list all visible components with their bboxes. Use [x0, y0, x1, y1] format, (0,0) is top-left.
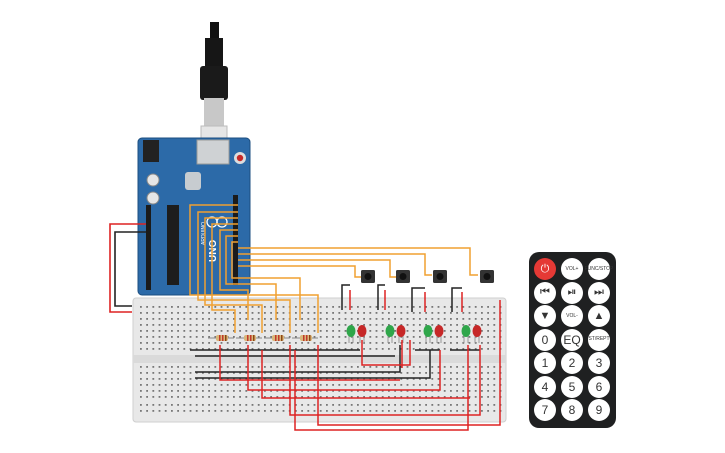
arduino-brand-label: UNO [208, 240, 219, 262]
remote-button-label: ST/REPT [588, 336, 610, 342]
remote-button[interactable]: 7 [534, 399, 556, 421]
arduino-board[interactable]: UNO ARDUINO [137, 137, 251, 296]
skip-forward-button[interactable]: ⏭ [588, 281, 610, 304]
resistor[interactable] [208, 335, 234, 341]
remote-button[interactable]: 1 [534, 352, 556, 374]
resistor[interactable] [236, 335, 262, 341]
led-red[interactable] [357, 325, 367, 343]
skip-forward-icon: ⏭ [594, 286, 604, 298]
pushbutton[interactable] [361, 270, 375, 283]
breadboard[interactable] [132, 297, 507, 423]
remote-button-label: 0 [541, 332, 549, 347]
leds [346, 325, 482, 343]
pushbutton[interactable] [480, 270, 494, 283]
led-red[interactable] [396, 325, 406, 343]
power-wires [109, 223, 146, 313]
play-pause-icon: ⏯ [567, 286, 577, 298]
led-green[interactable] [346, 325, 356, 343]
remote-button[interactable]: 8 [561, 399, 583, 421]
remote-button[interactable]: VOL+ [561, 258, 583, 280]
arrow-down-icon: ▼ [539, 310, 551, 322]
remote-button-label: FUNC/STOP [584, 265, 614, 272]
remote-button-label: 8 [568, 403, 576, 417]
remote-button[interactable]: 5 [561, 375, 583, 398]
remote-button-label: 4 [541, 379, 549, 394]
led-green[interactable] [423, 325, 433, 343]
remote-button-label: 9 [595, 403, 603, 417]
breadboard-wires [190, 284, 501, 431]
remote-button-label: EQ [563, 332, 581, 347]
remote-button-label: 2 [568, 356, 576, 370]
pushbutton[interactable] [396, 270, 410, 283]
remote-button-label: 3 [595, 356, 603, 370]
signal-wires [189, 204, 478, 333]
usb-cable-icon [200, 22, 228, 157]
skip-back-icon: ⏮ [540, 286, 550, 298]
remote-button-label: 6 [595, 379, 603, 394]
remote-button[interactable]: 0 [534, 328, 556, 351]
ir-remote[interactable]: ⏻ VOL+ FUNC/STOP ⏮ ⏯ ⏭ ▼ VOL- ▲ 0 EQ ST/REPT 1 2 3 4 5 6 7… [529, 252, 616, 428]
remote-button-label: VOL+ [565, 265, 579, 272]
arduino-brand-small: ARDUINO [201, 222, 207, 245]
remote-button[interactable]: 6 [588, 375, 610, 398]
pushbutton[interactable] [433, 270, 447, 283]
power-icon: ⏻ [540, 262, 550, 275]
resistors [208, 335, 318, 341]
pushbuttons [361, 270, 494, 283]
arrow-up-icon: ▲ [593, 310, 605, 322]
skip-back-button[interactable]: ⏮ [534, 281, 556, 304]
power-button[interactable]: ⏻ [534, 258, 556, 280]
remote-button[interactable]: 3 [588, 352, 610, 374]
led-green[interactable] [461, 325, 471, 343]
remote-button[interactable]: ST/REPT [588, 328, 610, 351]
resistor[interactable] [264, 335, 290, 341]
remote-button[interactable]: 9 [588, 399, 610, 421]
remote-button[interactable]: 2 [561, 352, 583, 374]
arrow-up-button[interactable]: ▲ [588, 305, 610, 327]
led-red[interactable] [472, 325, 482, 343]
remote-button[interactable]: FUNC/STOP [585, 258, 613, 280]
led-green[interactable] [385, 325, 395, 343]
remote-button-label: VOL- [566, 312, 578, 319]
remote-button-label: 7 [541, 403, 549, 417]
remote-button[interactable]: VOL- [561, 305, 583, 327]
arrow-down-button[interactable]: ▼ [534, 305, 556, 327]
play-pause-button[interactable]: ⏯ [561, 281, 583, 304]
remote-button[interactable]: 4 [534, 375, 556, 398]
led-red[interactable] [434, 325, 444, 343]
remote-button-label: 1 [541, 356, 549, 370]
resistor[interactable] [292, 335, 318, 341]
remote-button-label: 5 [568, 379, 576, 394]
remote-button[interactable]: EQ [561, 328, 583, 351]
microcontroller-chip [167, 205, 179, 285]
